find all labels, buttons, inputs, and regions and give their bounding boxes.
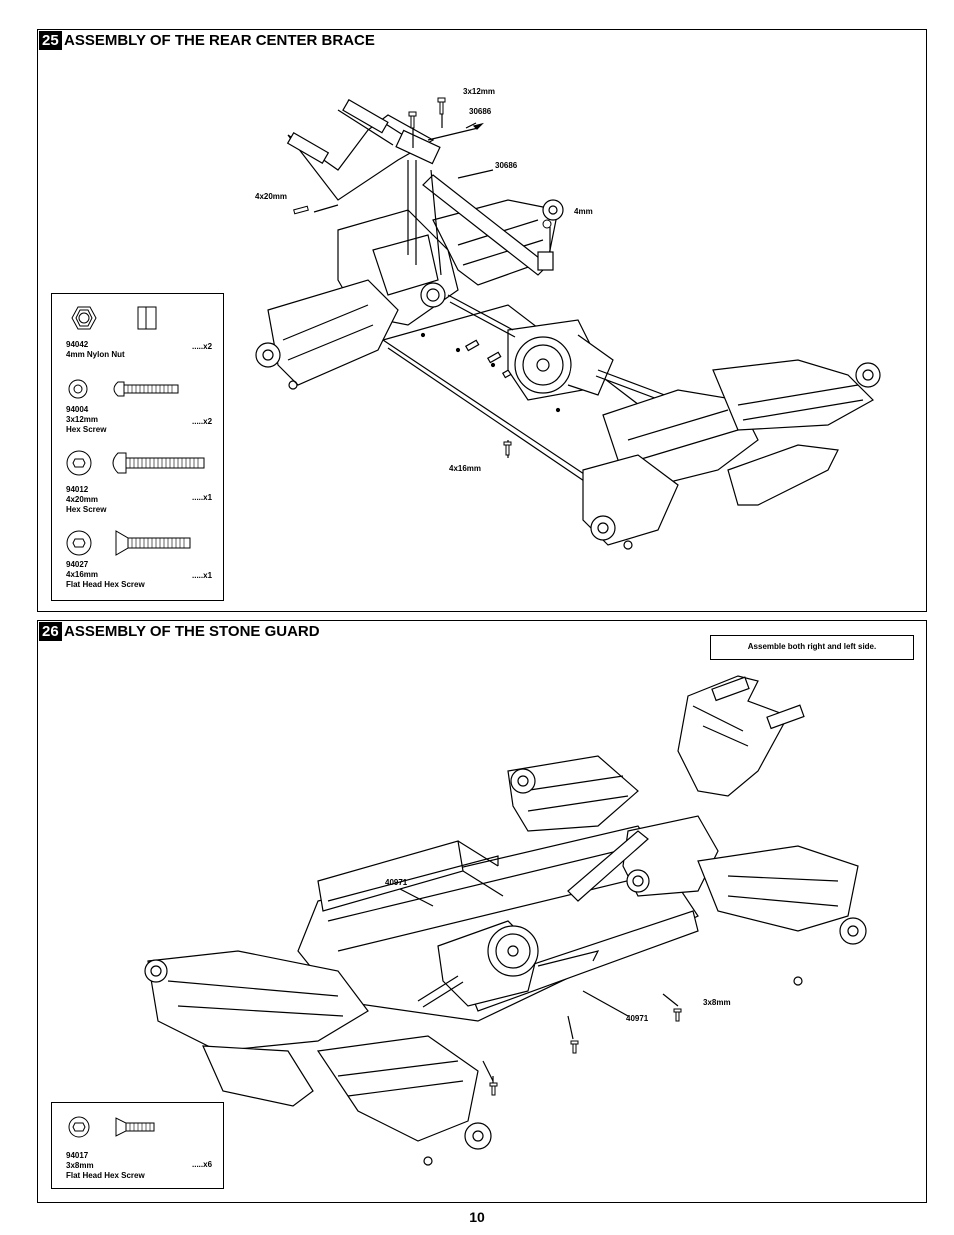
hex-screw-3x12-icon <box>68 379 179 399</box>
callout-4mm: 4mm <box>574 207 593 216</box>
assembly-note: Assemble both right and left side. <box>710 635 914 660</box>
part-qty: .....x1 <box>192 571 213 580</box>
page-number: 10 <box>469 1209 485 1225</box>
part-code: 94012 <box>66 485 89 494</box>
part-code: 94027 <box>66 560 89 569</box>
parts-list-box: 94042 4mm Nylon Nut .....x2 94004 3x12mm… <box>51 293 224 601</box>
part-qty: .....x6 <box>192 1160 213 1169</box>
part-desc: 4x16mm Flat Head Hex Screw <box>66 570 145 589</box>
step-title: ASSEMBLY OF THE REAR CENTER BRACE <box>64 32 375 49</box>
step-title: ASSEMBLY OF THE STONE GUARD <box>64 623 320 640</box>
step-25-panel: 25 ASSEMBLY OF THE REAR CENTER BRACE <box>37 29 927 612</box>
callout-3x8mm: 3x8mm <box>703 998 731 1007</box>
step-number: 26 <box>39 622 62 641</box>
hex-screw-4x20-icon <box>66 450 205 476</box>
part-desc: 3x12mm Hex Screw <box>66 415 107 434</box>
callout-40971-upper: 40971 <box>385 878 408 887</box>
callout-30686-upper: 30686 <box>469 107 492 116</box>
rear-center-brace-diagram <box>255 97 881 550</box>
part-qty: .....x2 <box>192 342 213 351</box>
flat-head-screw-4x16-icon <box>66 530 191 556</box>
callout-40971-lower: 40971 <box>626 1014 649 1023</box>
part-code: 94017 <box>66 1151 89 1160</box>
part-qty: .....x1 <box>192 493 213 502</box>
part-qty: .....x2 <box>192 417 213 426</box>
parts-list-box: 94017 3x8mm Flat Head Hex Screw .....x6 <box>51 1102 224 1189</box>
stone-guard-diagram <box>144 675 867 1166</box>
callout-4x16mm: 4x16mm <box>449 464 482 473</box>
flat-head-screw-3x8-icon <box>68 1116 155 1138</box>
step-number: 25 <box>39 31 62 50</box>
callout-30686-lower: 30686 <box>495 161 518 170</box>
part-code: 94042 <box>66 340 89 349</box>
part-desc: 3x8mm Flat Head Hex Screw <box>66 1161 145 1180</box>
part-code: 94004 <box>66 405 89 414</box>
part-desc: 4mm Nylon Nut <box>66 350 125 359</box>
callout-3x12mm: 3x12mm <box>463 87 496 96</box>
nylon-nut-icon <box>71 306 157 330</box>
step-26-panel: 26 ASSEMBLY OF THE STONE GUARD Assemble … <box>37 620 927 1203</box>
part-desc: 4x20mm Hex Screw <box>66 495 107 514</box>
callout-4x20mm: 4x20mm <box>255 192 288 201</box>
